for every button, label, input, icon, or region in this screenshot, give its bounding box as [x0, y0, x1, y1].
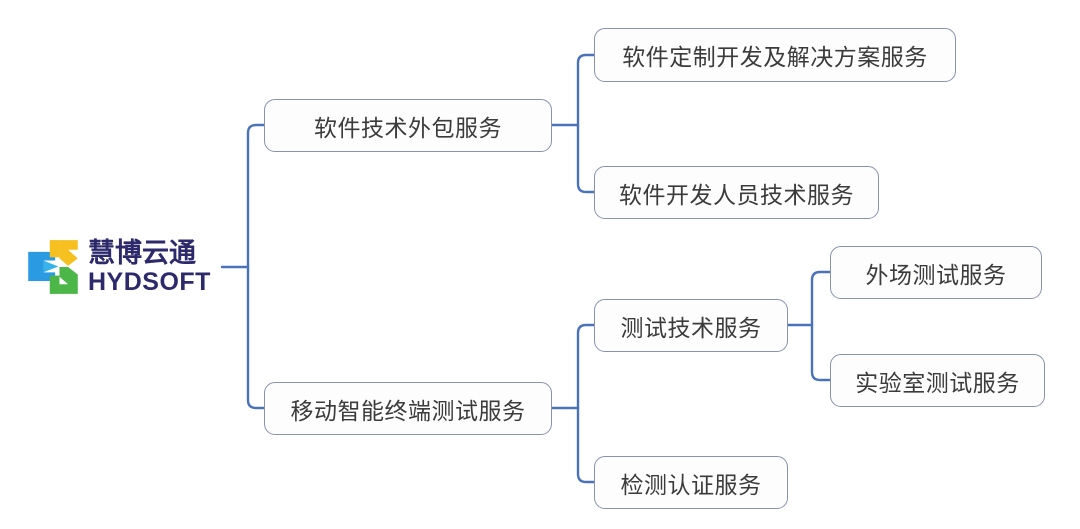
- hydsoft-logo-mark: [28, 240, 78, 294]
- logo-shape-green-tail: [49, 275, 60, 294]
- node-label: 实验室测试服务: [855, 370, 1020, 397]
- connector-testing-to-child-b: [810, 323, 833, 382]
- logo-shape-lightblue-wedge: [43, 260, 59, 273]
- node-label: 软件定制开发及解决方案服务: [622, 45, 928, 71]
- node-laboratory-testing-service[interactable]: 实验室测试服务: [830, 354, 1045, 407]
- logo-name-cn: 慧博云通: [88, 237, 196, 269]
- logo-name-en: HYDSOFT: [88, 267, 211, 296]
- connector-root-to-branch2: [246, 265, 268, 410]
- node-developer-staffing-service[interactable]: 软件开发人员技术服务: [594, 166, 879, 219]
- node-label: 移动智能终端测试服务: [290, 398, 526, 425]
- logo-wordmark: 慧博云通 HYDSOFT: [88, 240, 211, 295]
- node-label: 检测认证服务: [620, 472, 762, 499]
- node-mobile-terminal-testing[interactable]: 移动智能终端测试服务: [264, 382, 552, 435]
- logo-shape-blue-arrow: [28, 251, 56, 281]
- node-label: 软件技术外包服务: [314, 115, 502, 142]
- node-label: 测试技术服务: [620, 315, 762, 342]
- node-testing-technology-service[interactable]: 测试技术服务: [594, 299, 788, 352]
- connector-testing-to-child-a: [810, 270, 833, 327]
- node-label: 外场测试服务: [865, 262, 1007, 289]
- logo-shape-yellow-arrow: [59, 240, 78, 266]
- node-inspection-certification-service[interactable]: 检测认证服务: [594, 456, 788, 509]
- connector-root-to-branch1: [246, 123, 268, 269]
- logo-shape-yellow-left: [49, 240, 60, 258]
- node-field-testing-service[interactable]: 外场测试服务: [830, 246, 1042, 299]
- company-logo: 慧博云通 HYDSOFT: [26, 236, 222, 298]
- node-label: 软件开发人员技术服务: [619, 182, 854, 209]
- logo-shape-green-arrow: [59, 267, 78, 294]
- node-software-outsourcing[interactable]: 软件技术外包服务: [264, 99, 552, 152]
- node-custom-software-development[interactable]: 软件定制开发及解决方案服务: [594, 28, 956, 82]
